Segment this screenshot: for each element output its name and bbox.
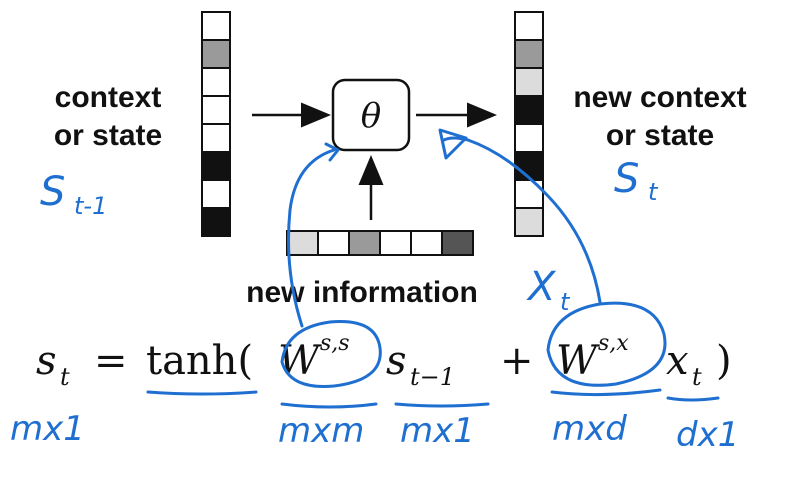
eq-s-prev-sub: t−1 [410, 363, 455, 391]
input-cell [379, 230, 412, 256]
handwritten-annotations: S t-1 S t X t mx1 mxm mx1 mxd dx1 [10, 156, 739, 455]
eq-equals: = [94, 338, 128, 384]
dim-mx1-mid: mx1 [400, 411, 475, 451]
state-vector-new [514, 11, 544, 237]
new-context-label-line2: or state [606, 119, 714, 152]
state-prev-cell [201, 151, 231, 181]
eq-tanh: tanh( [146, 338, 253, 384]
dim-mx1-left: mx1 [10, 409, 85, 449]
new-information-label: new information [246, 276, 478, 309]
dim-mxd: mxd [552, 409, 627, 449]
hand-s-prev: S [40, 169, 65, 215]
state-prev-cell [201, 207, 231, 237]
state-prev-cell [201, 179, 231, 209]
circle-W2 [546, 301, 667, 387]
context-label-line1: context [55, 81, 162, 114]
eq-x-sub: t [692, 363, 702, 391]
state-new-cell [514, 123, 544, 153]
state-new-cell [514, 179, 544, 209]
state-vector-prev [201, 11, 231, 237]
new-context-label-line1: new context [573, 81, 746, 114]
underline-tanh [146, 390, 258, 396]
input-cell [441, 230, 474, 256]
state-new-cell [514, 11, 544, 41]
dim-mxm: mxm [278, 411, 364, 451]
eq-plus: + [500, 338, 534, 384]
handwritten-strokes [146, 128, 720, 409]
hand-s-t-sub: t [648, 178, 659, 206]
underline-s-prev [394, 402, 490, 408]
underline-W2 [550, 388, 662, 397]
loop-W1-to-theta [287, 148, 336, 328]
eq-x: x [666, 338, 689, 384]
state-new-cell [514, 207, 544, 237]
state-new-cell [514, 39, 544, 69]
eq-s-prev: s [386, 338, 407, 384]
state-prev-cell [201, 123, 231, 153]
input-cell [286, 230, 319, 256]
state-prev-cell [201, 95, 231, 125]
theta-box [331, 78, 411, 152]
state-prev-cell [201, 67, 231, 97]
eq-W2-sup: s,x [598, 331, 629, 356]
eq-s-sub: t [60, 363, 70, 391]
theta-symbol: θ [361, 96, 381, 136]
loop-W2-to-theta [442, 136, 602, 304]
input-cell [348, 230, 381, 256]
eq-W1: W [278, 338, 322, 384]
underline-W1 [280, 402, 378, 409]
hand-x-t-sub: t [560, 288, 571, 316]
eq-close-paren: ) [716, 338, 732, 384]
state-prev-cell [201, 39, 231, 69]
underline-x [666, 396, 720, 402]
input-vector [286, 230, 474, 256]
input-cell [317, 230, 350, 256]
dim-dx1: dx1 [676, 415, 739, 455]
hand-s-prev-sub: t-1 [74, 192, 107, 220]
context-label-line2: or state [54, 119, 162, 152]
update-equation: s t = tanh( W s,s s t−1 + W s,x x t ) [36, 331, 732, 391]
state-new-cell [514, 67, 544, 97]
circle-W1 [280, 320, 382, 388]
loop-W1-arrowhead [324, 142, 340, 162]
input-cell [410, 230, 443, 256]
hand-x-t: X [526, 264, 557, 310]
eq-s: s [36, 338, 57, 384]
eq-W1-sup: s,s [320, 331, 350, 356]
loop-W2-arrowhead [438, 128, 468, 160]
state-new-cell [514, 95, 544, 125]
state-prev-cell [201, 11, 231, 41]
hand-s-t: S [614, 156, 639, 202]
